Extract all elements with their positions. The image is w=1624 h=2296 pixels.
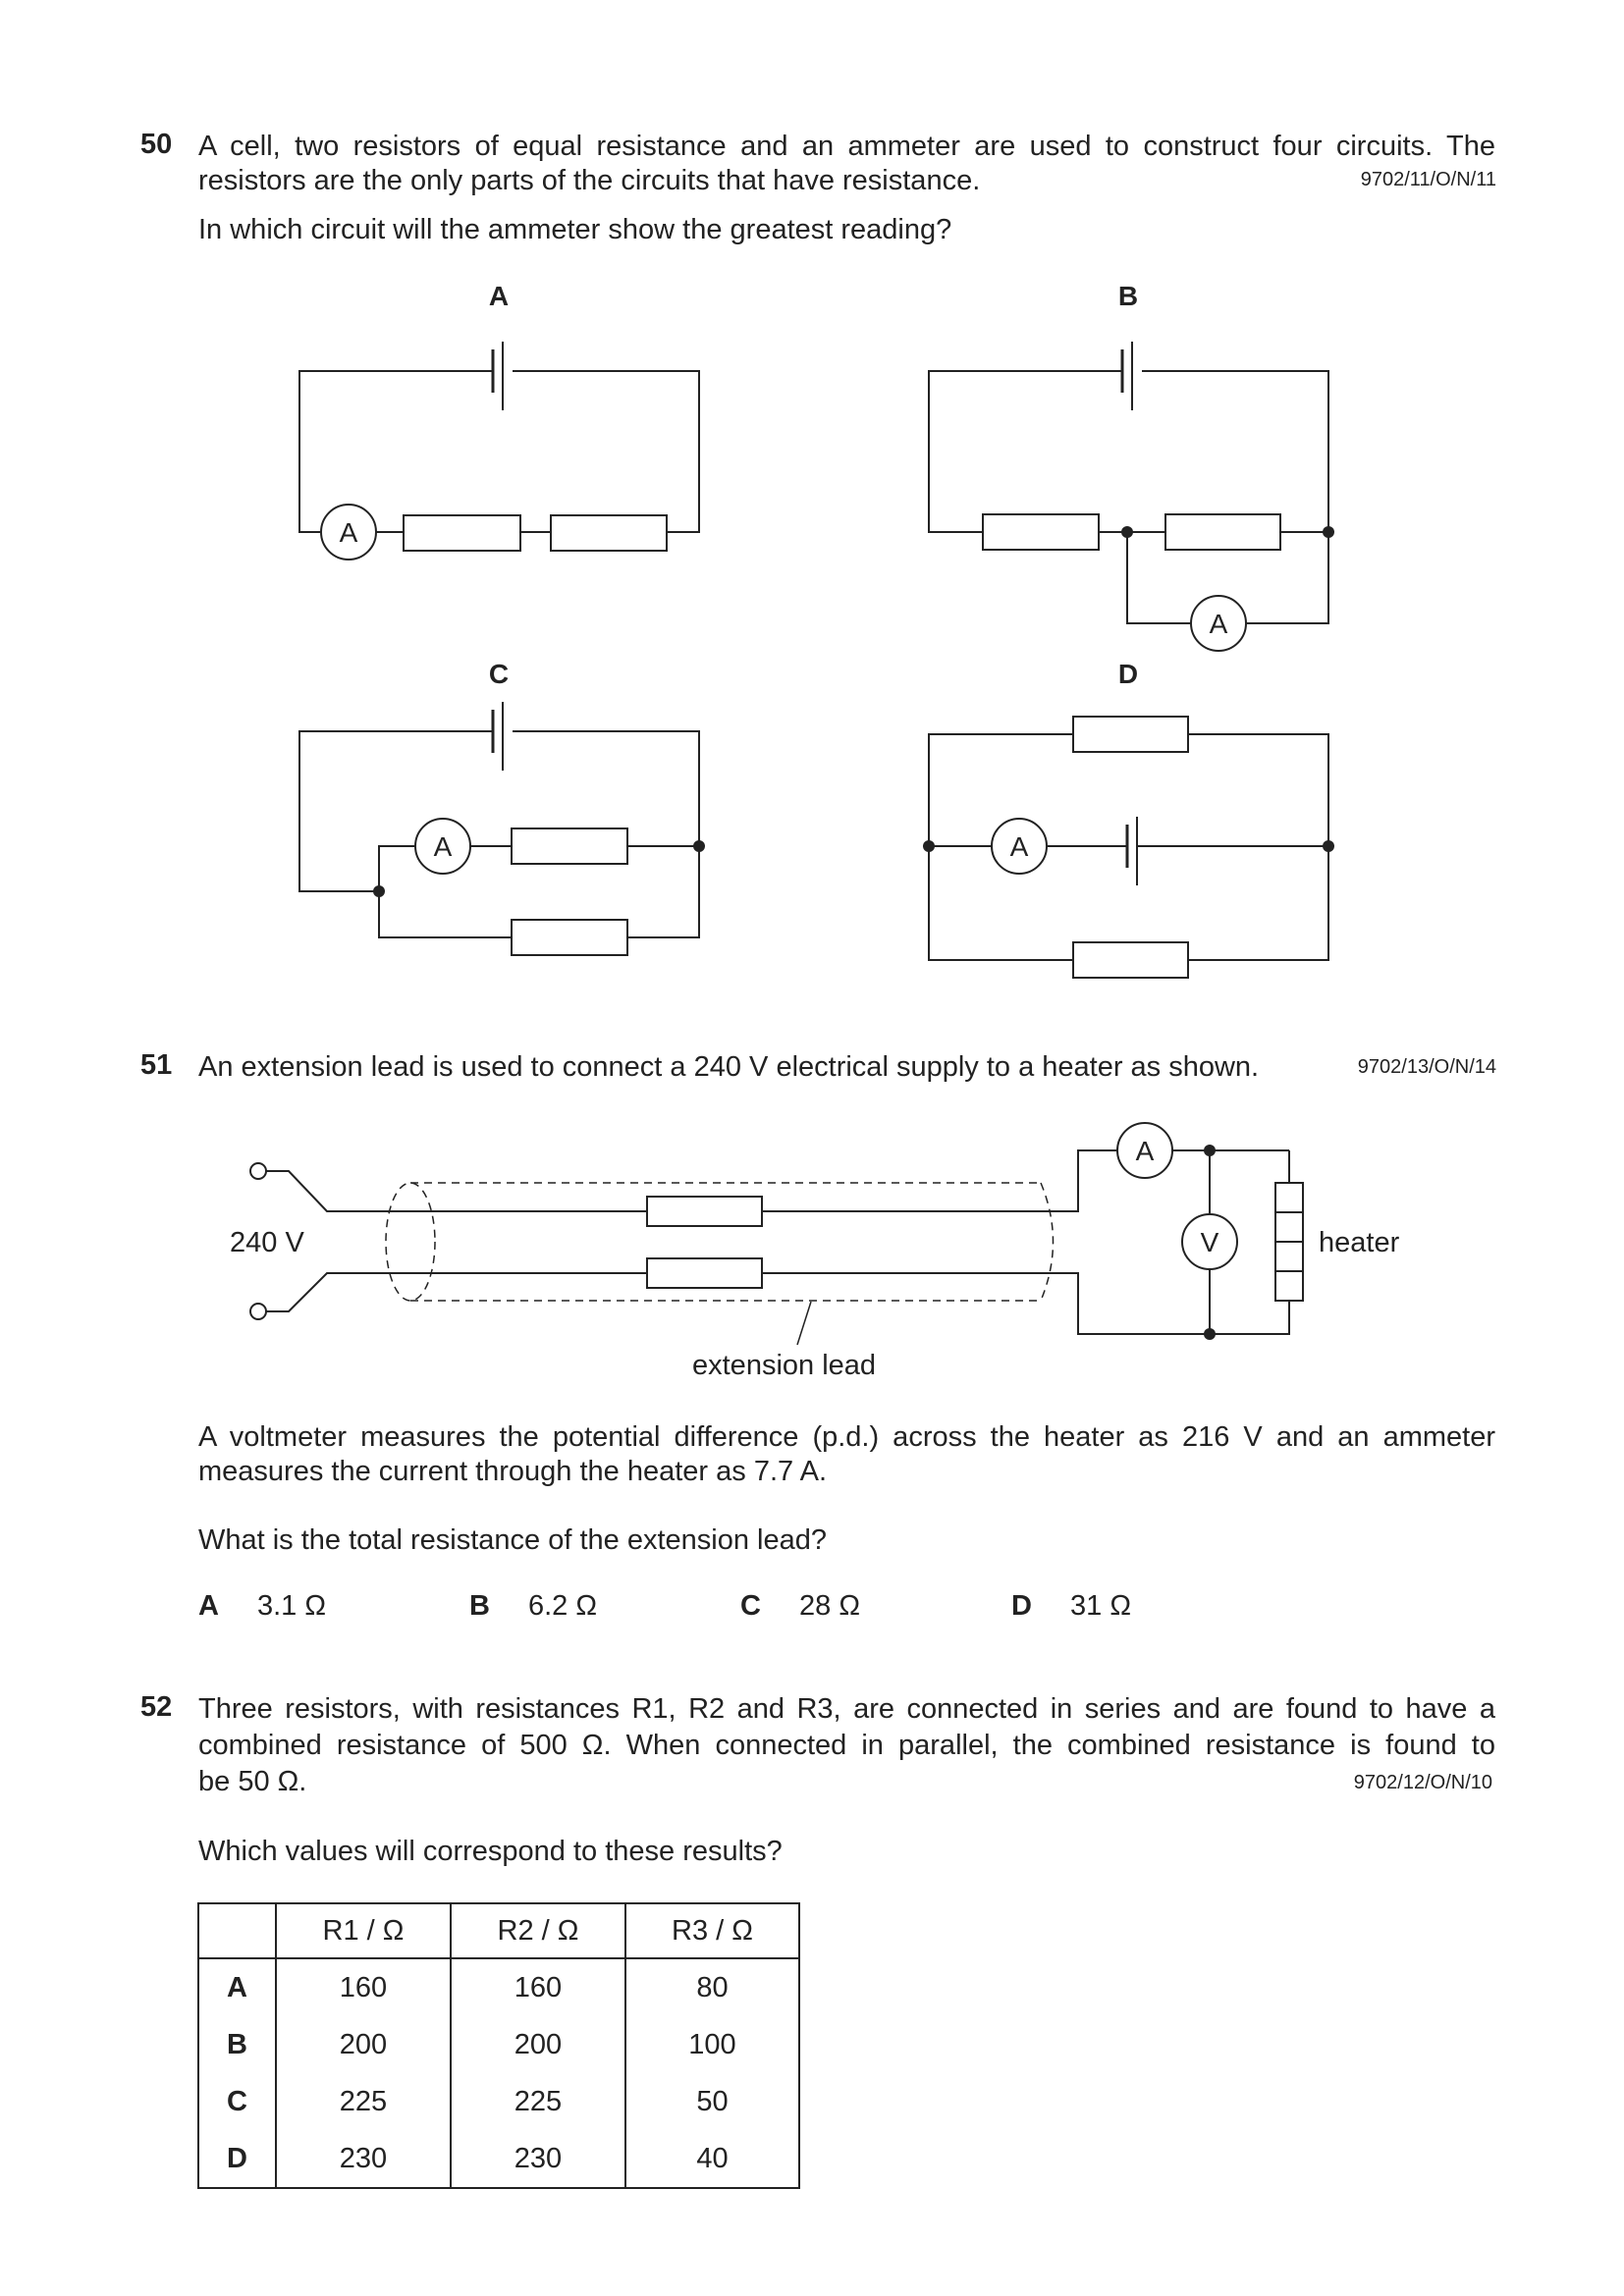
resistor-b1: [982, 513, 1100, 551]
option-d-letter: D: [1011, 1590, 1032, 1622]
ammeter-a-label: A: [340, 517, 358, 548]
circuit-a: [298, 342, 700, 561]
table-header-blank: [197, 1902, 277, 1959]
cell-r2: 225: [451, 2073, 626, 2130]
question-number-51: 51: [140, 1049, 173, 1081]
junction-dots: [373, 526, 1334, 1340]
row-letter: D: [197, 2130, 277, 2189]
q52-question: Which values will correspond to these re…: [198, 1836, 783, 1867]
option-c-value: 28 Ω: [799, 1590, 860, 1622]
table-row: B 200 200 100: [197, 2016, 800, 2073]
extension-lead-label: extension lead: [692, 1350, 876, 1381]
question-number-50: 50: [140, 129, 173, 160]
cell-r1: 160: [276, 1958, 452, 2016]
table-header-r1: R1 / Ω: [276, 1902, 452, 1959]
ammeter-51: [1116, 1122, 1173, 1179]
extension-cable-outline: [385, 1182, 1055, 1302]
circuit-d: [928, 716, 1329, 979]
option-b-value: 6.2 Ω: [528, 1590, 598, 1622]
cell-r2: 200: [451, 2016, 626, 2073]
row-letter: B: [197, 2016, 277, 2073]
q52-reference: 9702/12/O/N/10: [1353, 1772, 1492, 1793]
supply-terminal-top: [249, 1162, 267, 1180]
option-c-letter: C: [740, 1590, 761, 1622]
table-header-row: R1 / Ω R2 / Ω R3 / Ω: [197, 1902, 800, 1959]
cell-r3: 50: [625, 2073, 800, 2130]
ammeter-c-label: A: [434, 831, 453, 862]
ammeter-d-label: A: [1010, 831, 1029, 862]
ammeter-b-label: A: [1210, 609, 1228, 639]
row-letter: C: [197, 2073, 277, 2130]
table-header-r2: R2 / Ω: [451, 1902, 626, 1959]
circuit-label-d: D: [1118, 659, 1138, 689]
table-row: C 225 225 50: [197, 2073, 800, 2130]
ammeter-a: [320, 504, 377, 561]
ammeter-b: [1190, 595, 1247, 652]
q51-paragraph-line1: A voltmeter measures the potential diffe…: [198, 1421, 1495, 1453]
q50-question: In which circuit will the ammeter show t…: [198, 214, 952, 245]
cell-r3: 40: [625, 2130, 800, 2189]
option-a-value: 3.1 Ω: [257, 1590, 327, 1622]
heater-label: heater: [1319, 1227, 1400, 1258]
table-row: D 230 230 40: [197, 2130, 800, 2189]
q52-text-line3: be 50 Ω.: [198, 1766, 307, 1797]
lead-resistor-bottom: [646, 1257, 763, 1289]
voltmeter-51-label: V: [1201, 1227, 1219, 1257]
extension-lead-diagram: [249, 1122, 1304, 1346]
cell-r1: 200: [276, 2016, 452, 2073]
q50-text-line2: resistors are the only parts of the circ…: [198, 165, 981, 196]
q50-reference: 9702/11/O/N/11: [1360, 169, 1496, 190]
option-a-letter: A: [198, 1590, 219, 1622]
q51-options: A 3.1 Ω B 6.2 Ω C 28 Ω D 31 Ω: [198, 1590, 1180, 1629]
table-header-r3: R3 / Ω: [625, 1902, 800, 1959]
resistor-d1: [1072, 716, 1189, 753]
resistor-d2: [1072, 941, 1189, 979]
cell-r1: 225: [276, 2073, 452, 2130]
q51-question: What is the total resistance of the exte…: [198, 1524, 827, 1556]
q51-paragraph-line2: measures the current through the heater …: [198, 1456, 827, 1487]
resistance-table: R1 / Ω R2 / Ω R3 / Ω A 160 160 80 B 200 …: [197, 1902, 800, 2189]
ammeter-c: [414, 818, 471, 875]
cell-r3: 100: [625, 2016, 800, 2073]
circuit-label-b: B: [1118, 281, 1138, 311]
voltmeter-51: [1181, 1213, 1238, 1270]
lead-resistor-top: [646, 1196, 763, 1227]
cell-r2: 230: [451, 2130, 626, 2189]
resistor-a2: [550, 514, 668, 552]
cell-r1: 230: [276, 2130, 452, 2189]
cell-r3: 80: [625, 1958, 800, 2016]
cell-r2: 160: [451, 1958, 626, 2016]
option-b-letter: B: [469, 1590, 490, 1622]
supply-terminal-bottom: [249, 1303, 267, 1320]
circuit-c: [298, 702, 700, 956]
table-row: A 160 160 80: [197, 1958, 800, 2016]
resistor-c1: [511, 828, 628, 865]
question-number-52: 52: [140, 1691, 173, 1723]
circuit-b: [928, 342, 1329, 652]
circuit-label-c: C: [489, 659, 509, 689]
ammeter-51-label: A: [1136, 1136, 1155, 1166]
circuit-label-a: A: [489, 281, 509, 311]
resistor-c2: [511, 919, 628, 956]
q52-text-line2: combined resistance of 500 Ω. When conne…: [198, 1730, 1495, 1761]
resistor-b2: [1164, 513, 1281, 551]
supply-voltage-label: 240 V: [230, 1227, 304, 1258]
option-d-value: 31 Ω: [1070, 1590, 1131, 1622]
q51-text-line1: An extension lead is used to connect a 2…: [198, 1051, 1260, 1083]
q51-reference: 9702/13/O/N/14: [1357, 1056, 1496, 1078]
q50-text-line1: A cell, two resistors of equal resistanc…: [198, 131, 1495, 162]
resistor-a1: [403, 514, 521, 552]
q52-text-line1: Three resistors, with resistances R1, R2…: [198, 1693, 1495, 1725]
row-letter: A: [197, 1958, 277, 2016]
